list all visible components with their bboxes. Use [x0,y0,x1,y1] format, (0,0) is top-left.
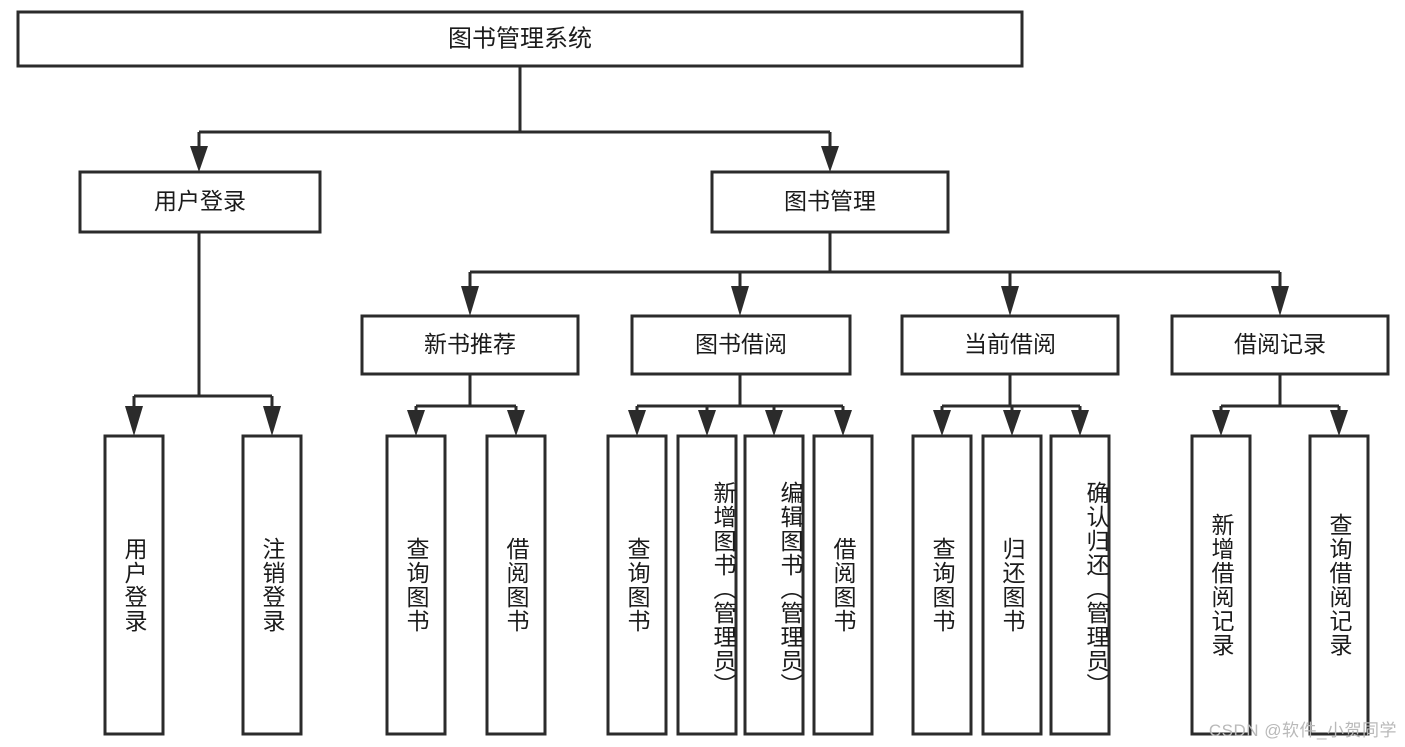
arrow-head-cb-leaf-3 [1071,410,1089,436]
node-borrow-record[interactable]: 借阅记录 [1170,314,1390,376]
node-label-borrow-record: 借阅记录 [1234,331,1326,357]
arrow-head-current-borrow [1001,286,1019,316]
connector-group-new-book-rec [407,374,525,436]
connector-group-borrow-record [1212,374,1348,436]
leaf-box-user-login[interactable] [103,434,165,736]
node-label-new-book-recommend: 新书推荐 [424,331,516,357]
arrow-head-bb-leaf-1 [628,410,646,436]
node-book-management[interactable]: 图书管理 [710,170,950,234]
node-box-new-book-recommend[interactable] [360,314,580,376]
arrow-head-new-book-rec [461,286,479,316]
leaf-box-confirm-return-admin[interactable] [1049,434,1111,736]
leaf-box-borrow-book-1[interactable] [485,434,547,736]
leaf-boxes [103,434,1370,736]
node-box-book-management[interactable] [710,170,950,234]
arrow-head-br-leaf-2 [1330,410,1348,436]
node-new-book-recommend[interactable]: 新书推荐 [360,314,580,376]
node-box-borrow-record[interactable] [1170,314,1390,376]
node-label-book-borrow: 图书借阅 [695,331,787,357]
connector-group-book-borrow [628,374,852,436]
connector-group-current-borrow [933,374,1089,436]
leaf-box-query-book-2[interactable] [606,434,668,736]
connector-group-user-login [125,232,281,436]
leaf-box-add-book-admin[interactable] [676,434,738,736]
node-box-user-login[interactable] [78,170,322,234]
arrow-head-cb-leaf-1 [933,410,951,436]
node-root-title[interactable]: 图书管理系统 [16,10,1024,68]
leaf-box-query-book-1[interactable] [385,434,447,736]
arrow-head-book-mgmt [821,146,839,172]
leaf-box-add-borrow-record[interactable] [1190,434,1252,736]
node-label-root: 图书管理系统 [448,25,592,52]
arrow-head-user-login [190,146,208,172]
arrow-head-leaf-user-login [125,406,143,436]
csdn-watermark: CSDN @软件_小贺同学 [1208,721,1397,740]
node-user-login[interactable]: 用户登录 [78,170,322,234]
arrow-head-nbr-leaf-1 [407,410,425,436]
arrow-head-book-borrow [731,286,749,316]
leaf-box-borrow-book-2[interactable] [812,434,874,736]
leaf-box-query-book-3[interactable] [911,434,973,736]
leaf-box-query-borrow-record[interactable] [1308,434,1370,736]
node-book-borrow[interactable]: 图书借阅 [630,314,852,376]
node-label-user-login: 用户登录 [154,188,246,214]
arrow-head-bb-leaf-3 [765,410,783,436]
node-label-book-management: 图书管理 [784,188,876,214]
arrow-head-br-leaf-1 [1212,410,1230,436]
arrow-head-cb-leaf-2 [1003,410,1021,436]
leaf-box-logout[interactable] [241,434,303,736]
node-box-root[interactable] [16,10,1024,68]
arrow-head-borrow-record [1271,286,1289,316]
node-box-current-borrow[interactable] [900,314,1120,376]
leaf-box-return-book[interactable] [981,434,1043,736]
arrow-head-bb-leaf-2 [698,410,716,436]
connector-group-root [190,66,839,172]
arrow-head-nbr-leaf-2 [507,410,525,436]
node-box-book-borrow[interactable] [630,314,852,376]
connector-group-book-mgmt [461,232,1289,316]
leaf-box-edit-book-admin[interactable] [743,434,805,736]
arrow-head-bb-leaf-4 [834,410,852,436]
node-current-borrow[interactable]: 当前借阅 [900,314,1120,376]
arrow-head-leaf-logout [263,406,281,436]
node-label-current-borrow: 当前借阅 [964,331,1056,357]
